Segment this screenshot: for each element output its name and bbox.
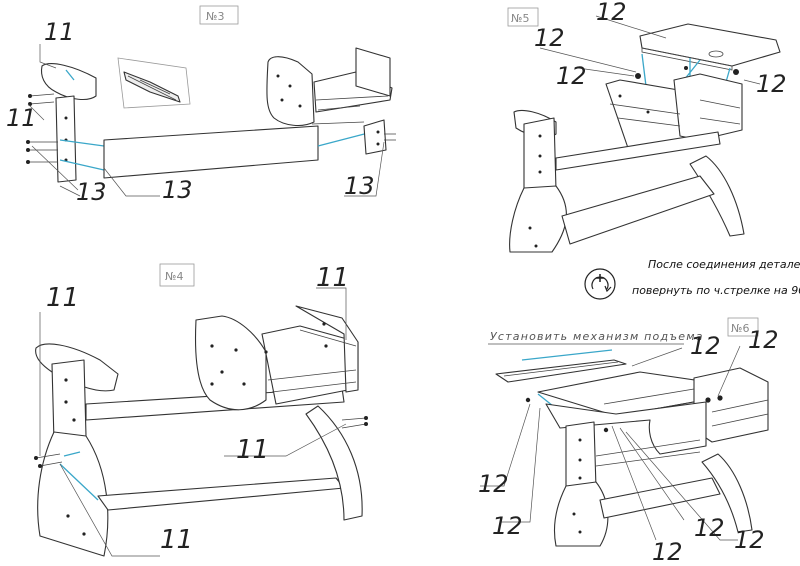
step-4-label: №4	[165, 270, 183, 283]
rotate-clockwise-icon	[584, 268, 616, 300]
step3-callout-bottom-right: 13	[344, 172, 375, 200]
step4-left-foot	[37, 431, 109, 557]
step6-mechanism-note: Установить механизм подъема	[490, 330, 704, 343]
step6-callout-top-right: 12	[748, 326, 779, 354]
step-6: №6 Установить механизм подъема 12 12 12 …	[478, 317, 779, 566]
step3-right-leg	[363, 119, 387, 155]
step6-callout-left-lower: 12	[492, 512, 523, 540]
step5-callout-top: 12	[596, 0, 627, 26]
step4-callout-mid-right: 11	[236, 435, 269, 465]
step3-right-side	[266, 56, 315, 127]
step5-shelf-box	[673, 73, 743, 141]
step5-front-rail	[555, 131, 721, 171]
step6-callout-bottom-b: 12	[694, 514, 725, 542]
step6-right-foot	[701, 453, 753, 533]
step3-inset-frame	[117, 57, 191, 109]
step6-left-foot	[553, 481, 609, 547]
step-6-label: №6	[731, 322, 749, 335]
step-4-label-box	[159, 263, 195, 287]
step6-callout-left-upper: 12	[478, 470, 509, 498]
step-3: №3 11 11 13 13 13	[6, 5, 396, 206]
step4-left-leg	[51, 359, 87, 443]
step4-right-foot	[305, 405, 363, 521]
step-3-label: №3	[206, 10, 224, 23]
step6-bottom-rail	[599, 477, 721, 519]
step5-left-foot	[509, 185, 567, 253]
step4-callout-top-right: 11	[316, 263, 349, 293]
step3-callout-bottom-mid: 13	[162, 176, 193, 204]
step5-callout-left-upper: 12	[534, 24, 565, 52]
step3-back-panel	[355, 47, 391, 97]
step6-callout-bottom-c: 12	[734, 526, 765, 554]
step4-right-side	[194, 315, 267, 411]
step6-upper-unit	[545, 401, 707, 455]
step4-bottom-rail	[97, 477, 345, 511]
step3-front-panel	[103, 125, 319, 179]
step5-callout-right: 12	[756, 70, 787, 98]
step3-callout-bottom-left: 13	[76, 178, 107, 206]
step-5-label-box	[507, 7, 539, 27]
step-3-label-box	[199, 5, 239, 25]
step-5: №5 12 12 12 12 После с	[507, 0, 800, 300]
step4-callout-bottom: 11	[160, 525, 193, 555]
step6-callout-top-mid: 12	[690, 332, 721, 360]
step5-callout-left-lower: 12	[556, 62, 587, 90]
step5-note-line1: После соединения деталей	[648, 258, 800, 271]
step5-note-line2: повернуть по ч.стрелке на 90°	[632, 284, 800, 297]
step-6-label-box	[727, 317, 759, 337]
step3-callout-left: 11	[6, 104, 37, 132]
step6-lift-mechanism	[495, 359, 627, 383]
step6-callout-bottom-a: 12	[652, 538, 683, 566]
step3-callout-top: 11	[44, 18, 75, 46]
step5-bottom-rail	[561, 175, 715, 245]
step4-back-upright	[295, 305, 359, 393]
step-5-label: №5	[511, 12, 529, 25]
step-4: №4 11 11 11 11	[34, 263, 368, 557]
step3-left-bracket	[40, 63, 97, 101]
step4-callout-top-left: 11	[46, 283, 79, 313]
step5-tabletop	[639, 23, 781, 67]
